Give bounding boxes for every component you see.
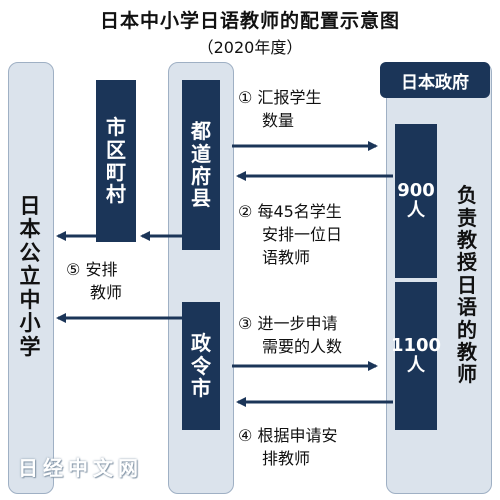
step-2-line-1: ② 每45名学生 — [238, 202, 342, 221]
vertical-text-char: 语 — [457, 295, 477, 320]
vertical-text-char: 町 — [106, 160, 126, 184]
vertical-text-char: 本 — [19, 217, 41, 242]
government-header: 日本政府 — [380, 62, 490, 98]
vertical-text-char: 日 — [457, 272, 477, 297]
schools-label: 日本公立中小学 — [8, 62, 52, 492]
vertical-text-char: 立 — [19, 264, 41, 289]
step-3-label: ③ 进一步申请 需要的人数 — [238, 312, 342, 358]
step-4-label: ④ 根据申请安 排教师 — [238, 424, 337, 470]
vertical-text-char: 公 — [19, 240, 41, 265]
step-4-line-1: ④ 根据申请安 — [238, 426, 338, 445]
vertical-text-char: 1100 — [390, 334, 442, 356]
vertical-text-char: 负 — [457, 183, 477, 208]
vertical-text-char: 人 — [407, 200, 425, 221]
step-5-line-1: ⑤ 安排 — [66, 260, 118, 279]
vertical-text-char: 授 — [457, 250, 477, 275]
vertical-text-char: 县 — [191, 186, 211, 211]
vertical-text-char: 学 — [19, 334, 41, 359]
step-1-label: ① 汇报学生 数量 — [238, 86, 321, 132]
step-2-label: ② 每45名学生 安排一位日 语教师 — [238, 200, 342, 269]
step-1-line-2: 数量 — [262, 111, 295, 130]
diagram-title: 日本中小学日语教师的配置示意图 — [99, 10, 400, 32]
vertical-text-char: 师 — [457, 362, 477, 387]
step-3-line-2: 需要的人数 — [262, 337, 343, 356]
step-5-line-2: 教师 — [90, 283, 123, 302]
vertical-text-char: 日 — [19, 193, 41, 218]
step-2-line-2: 安排一位日 — [262, 225, 343, 244]
vertical-text-char: 令 — [191, 353, 211, 378]
vertical-text-char: 的 — [457, 317, 477, 342]
vertical-text-char: 政 — [191, 331, 211, 356]
schools-column — [8, 62, 54, 494]
step-3-line-1: ③ 进一步申请 — [238, 314, 338, 333]
vertical-text-char: 教 — [457, 228, 477, 253]
vertical-text-char: 小 — [19, 311, 41, 336]
vertical-text-char: 市 — [191, 376, 211, 401]
vertical-text-char: 府 — [191, 164, 211, 188]
designated-cities-box: 政令市 — [182, 302, 220, 430]
prefectures-box: 都道府县 — [182, 80, 220, 250]
vertical-text-char: 中 — [19, 287, 41, 312]
vertical-text-char: 都 — [191, 119, 211, 144]
watermark: 日经中文网 — [18, 456, 143, 480]
vertical-text-char: 村 — [106, 182, 126, 207]
municipalities-box: 市区町村 — [96, 80, 136, 242]
step-2-line-3: 语教师 — [262, 248, 311, 267]
vertical-text-char: 教 — [457, 339, 477, 364]
vertical-text-char: 900 — [397, 179, 435, 201]
vertical-text-char: 责 — [457, 205, 477, 230]
step-1-line-1: ① 汇报学生 — [238, 88, 322, 107]
step-5-label: ⑤ 安排 教师 — [66, 258, 122, 304]
diagram-subtitle: （2020年度） — [197, 38, 303, 57]
teachers-label: 负责教授日语的教师 — [448, 140, 486, 430]
step-4-line-2: 排教师 — [262, 449, 311, 468]
vertical-text-char: 人 — [407, 355, 425, 376]
vertical-text-char: 道 — [191, 141, 211, 166]
vertical-text-char: 市 — [106, 115, 126, 140]
vertical-text-char: 区 — [106, 137, 126, 162]
